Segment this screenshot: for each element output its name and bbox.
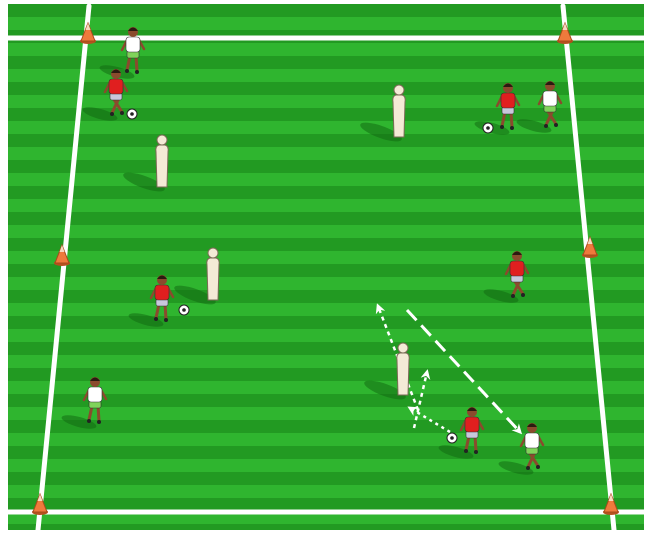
grass-stripe [8,186,644,199]
mannequin-mid-left [207,248,219,300]
mannequin-lower-center [397,343,409,395]
soccer-ball-icon [447,433,457,443]
grass-stripe [8,498,644,511]
grass-stripe [8,368,644,381]
soccer-ball-icon [179,305,189,315]
grass-stripe [8,160,644,173]
grass-stripe [8,212,644,225]
grass-stripe [8,342,644,355]
grass-stripe [8,290,644,303]
grass-stripe [8,316,644,329]
grass-stripe [8,264,644,277]
mannequin-upper-left [156,135,168,187]
grass-stripe [8,472,644,485]
mannequin-top-center [393,85,405,137]
grass-stripe [8,4,644,17]
soccer-ball-icon [127,109,137,119]
soccer-ball-icon [483,123,493,133]
grass-stripe [8,524,644,537]
grass-stripe [8,134,644,147]
grass-stripe [8,446,644,459]
grass-stripe [8,420,644,433]
grass-stripe [8,238,644,251]
